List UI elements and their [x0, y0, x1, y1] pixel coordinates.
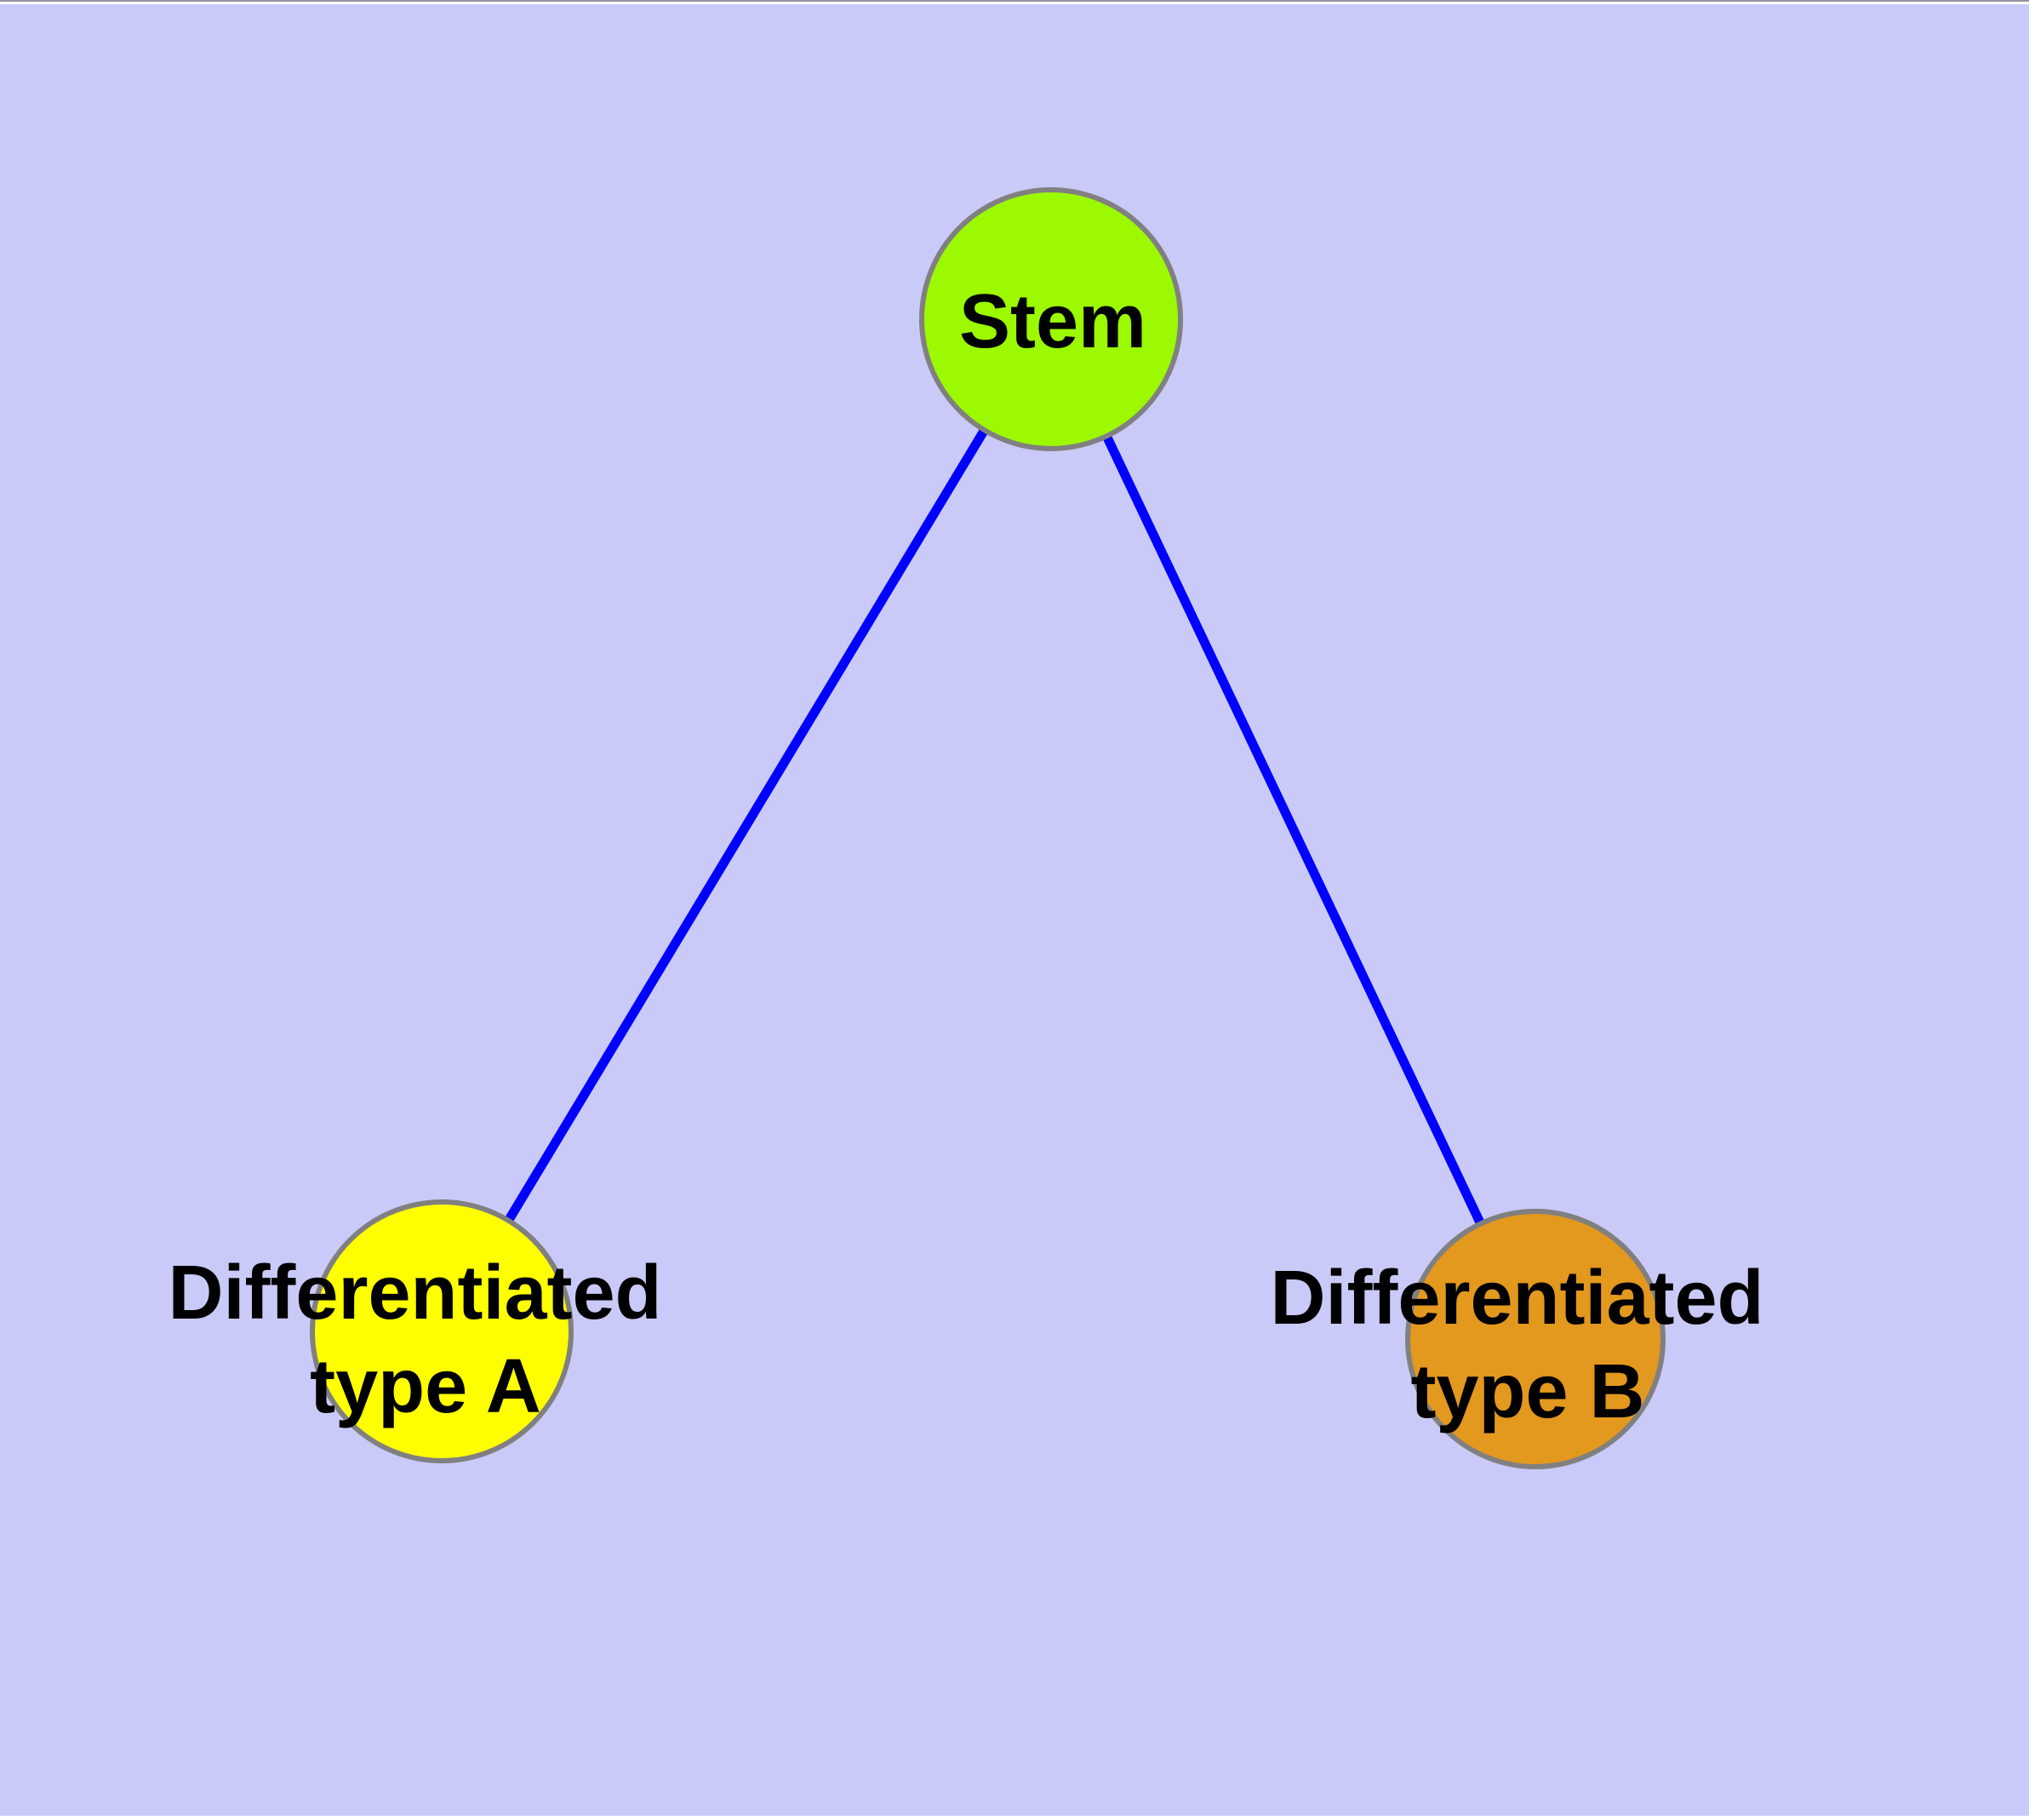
- node-label-differentiated-type-a-line1: Differentiated: [168, 1251, 661, 1336]
- node-label-differentiated-type-b-line1: Differentiated: [1270, 1256, 1763, 1341]
- edge-stem-to-differentiated-type-a[interactable]: [437, 317, 1055, 1334]
- node-label-differentiated-type-a: Differentiated type A: [168, 1251, 683, 1429]
- node-label-differentiated-type-b: Differentiated type B: [1270, 1256, 1785, 1434]
- node-label-differentiated-type-a-line2: type A: [310, 1344, 541, 1429]
- edge-stem-to-differentiated-type-b[interactable]: [1047, 317, 1540, 1342]
- top-edge-line: [0, 0, 2029, 2]
- node-label-stem: Stem: [959, 279, 1146, 364]
- node-differentiated-type-b[interactable]: [1405, 1209, 1666, 1469]
- node-label-differentiated-type-b-line2: type B: [1410, 1349, 1644, 1434]
- node-differentiated-type-a[interactable]: [310, 1199, 574, 1463]
- node-stem[interactable]: [919, 187, 1183, 451]
